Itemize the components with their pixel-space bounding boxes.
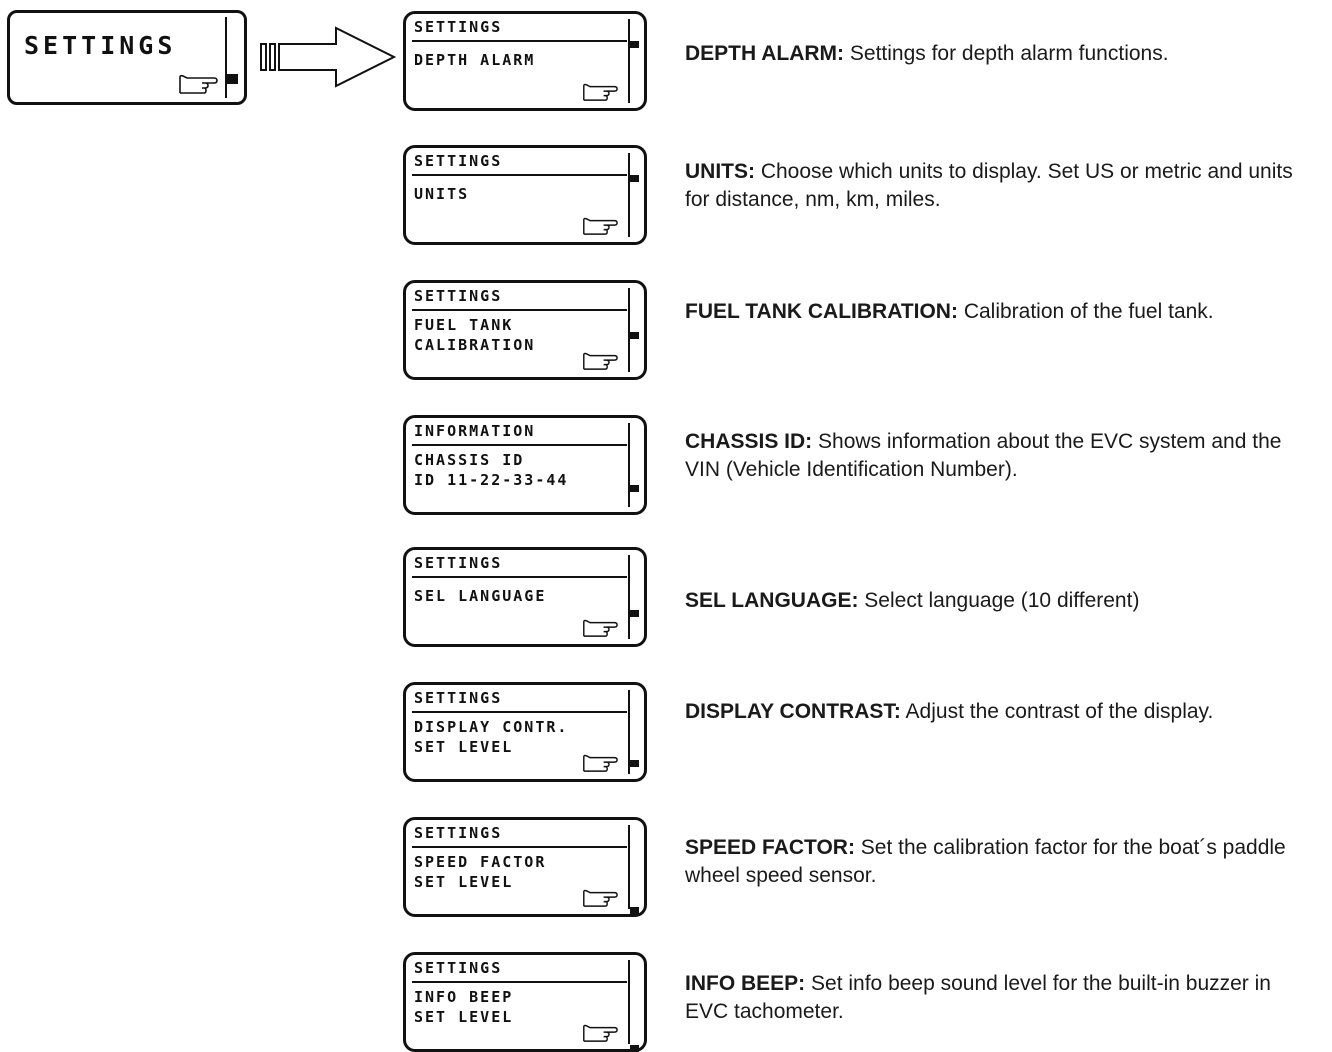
lcd-screen: SETTINGS UNITS	[403, 145, 647, 245]
pointing-hand-icon	[583, 619, 618, 637]
setting-description-text: Calibration of the fuel tank.	[957, 300, 1214, 323]
setting-description-text: Adjust the contrast of the display.	[900, 700, 1214, 723]
pointing-hand-icon	[583, 83, 618, 101]
lcd-line: SPEED FACTOR	[414, 853, 547, 871]
setting-description: INFO BEEP: Set info beep sound level for…	[685, 970, 1315, 1026]
lcd-divider	[412, 846, 627, 848]
lcd-line: DEPTH ALARM	[414, 51, 536, 69]
setting-description-text: Settings for depth alarm functions.	[844, 42, 1169, 65]
scrollbar	[225, 17, 239, 98]
scrollbar	[628, 555, 640, 639]
scrollbar-thumb	[630, 332, 639, 339]
pointing-hand-icon	[179, 74, 218, 94]
scrollbar-thumb	[630, 41, 639, 48]
setting-description-title: UNITS:	[685, 160, 755, 183]
scrollbar-thumb	[630, 907, 639, 914]
setting-description-title: SEL LANGUAGE:	[685, 589, 859, 612]
setting-description: SPEED FACTOR: Set the calibration factor…	[685, 834, 1315, 890]
scrollbar-thumb	[630, 175, 639, 182]
setting-description-title: DEPTH ALARM:	[685, 42, 845, 65]
main-settings-display: SETTINGS	[7, 10, 247, 105]
lcd-divider	[412, 309, 627, 311]
lcd-line: SET LEVEL	[414, 873, 514, 891]
lcd-divider	[412, 174, 627, 176]
lcd-line: SEL LANGUAGE	[414, 587, 547, 605]
lcd-screen: SETTINGS DISPLAY CONTR. SET LEVEL	[403, 682, 647, 782]
lcd-screen: SETTINGS FUEL TANK CALIBRATION	[403, 280, 647, 380]
scrollbar-thumb	[227, 74, 238, 84]
lcd-divider	[412, 711, 627, 713]
lcd-divider	[412, 444, 627, 446]
setting-description: FUEL TANK CALIBRATION: Calibration of th…	[685, 298, 1315, 326]
lcd-line: INFO BEEP	[414, 988, 514, 1006]
lcd-line: UNITS	[414, 185, 470, 203]
setting-description-title: DISPLAY CONTRAST:	[685, 700, 901, 723]
setting-description-text: Set the calibration factor for the boat´…	[685, 836, 1286, 887]
pointing-hand-icon	[583, 1024, 618, 1042]
scrollbar-thumb	[630, 485, 639, 492]
setting-description: UNITS: Choose which units to display. Se…	[685, 158, 1315, 214]
scrollbar-thumb	[630, 1045, 639, 1052]
lcd-divider	[412, 981, 627, 983]
lcd-screen: SETTINGS SPEED FACTOR SET LEVEL	[403, 817, 647, 917]
lcd-screen: SETTINGS DEPTH ALARM	[403, 11, 647, 111]
scrollbar	[628, 19, 640, 103]
setting-description-title: SPEED FACTOR:	[685, 836, 855, 859]
lcd-line: SET LEVEL	[414, 1008, 514, 1026]
lcd-line: CALIBRATION	[414, 336, 536, 354]
pointing-hand-icon	[583, 889, 618, 907]
lcd-screen: SETTINGS INFO BEEP SET LEVEL	[403, 952, 647, 1052]
pointing-hand-icon	[583, 352, 618, 370]
setting-description-text: Shows information about the EVC system a…	[685, 430, 1282, 481]
pointing-hand-icon	[583, 754, 618, 772]
scrollbar-thumb	[630, 760, 639, 767]
lcd-screen: SETTINGS SEL LANGUAGE	[403, 547, 647, 647]
lcd-divider	[412, 576, 627, 578]
scrollbar-thumb	[630, 610, 639, 617]
lcd-line: DISPLAY CONTR.	[414, 718, 569, 736]
lcd-header: SETTINGS	[414, 152, 503, 170]
scrollbar	[628, 960, 640, 1052]
lcd-header: SETTINGS	[414, 959, 503, 977]
scrollbar	[628, 153, 640, 237]
scrollbar	[628, 825, 640, 914]
setting-description-text: Choose which units to display. Set US or…	[685, 160, 1293, 211]
lcd-divider	[412, 40, 627, 42]
scrollbar	[628, 423, 640, 507]
lcd-header: INFORMATION	[414, 422, 536, 440]
arrow-right-icon	[260, 26, 397, 88]
setting-description-title: INFO BEEP:	[685, 972, 806, 995]
lcd-header: SETTINGS	[414, 554, 503, 572]
pointing-hand-icon	[583, 217, 618, 235]
setting-description-title: CHASSIS ID:	[685, 430, 813, 453]
lcd-header: SETTINGS	[414, 689, 503, 707]
lcd-line: FUEL TANK	[414, 316, 514, 334]
lcd-header: SETTINGS	[414, 824, 503, 842]
main-display-title: SETTINGS	[24, 31, 177, 60]
lcd-header: SETTINGS	[414, 287, 503, 305]
lcd-header: SETTINGS	[414, 18, 503, 36]
setting-description: CHASSIS ID: Shows information about the …	[685, 428, 1315, 484]
setting-description-text: Select language (10 different)	[858, 589, 1140, 612]
scrollbar	[628, 288, 640, 372]
setting-description: DEPTH ALARM: Settings for depth alarm fu…	[685, 40, 1315, 68]
lcd-line: ID 11-22-33-44	[414, 471, 569, 489]
lcd-line: SET LEVEL	[414, 738, 514, 756]
lcd-line: CHASSIS ID	[414, 451, 525, 469]
setting-description: DISPLAY CONTRAST: Adjust the contrast of…	[685, 698, 1315, 726]
setting-description: SEL LANGUAGE: Select language (10 differ…	[685, 587, 1315, 615]
lcd-screen: INFORMATION CHASSIS ID ID 11-22-33-44	[403, 415, 647, 515]
setting-description-text: Set info beep sound level for the built-…	[685, 972, 1271, 1023]
scrollbar	[628, 690, 640, 774]
setting-description-title: FUEL TANK CALIBRATION:	[685, 300, 958, 323]
